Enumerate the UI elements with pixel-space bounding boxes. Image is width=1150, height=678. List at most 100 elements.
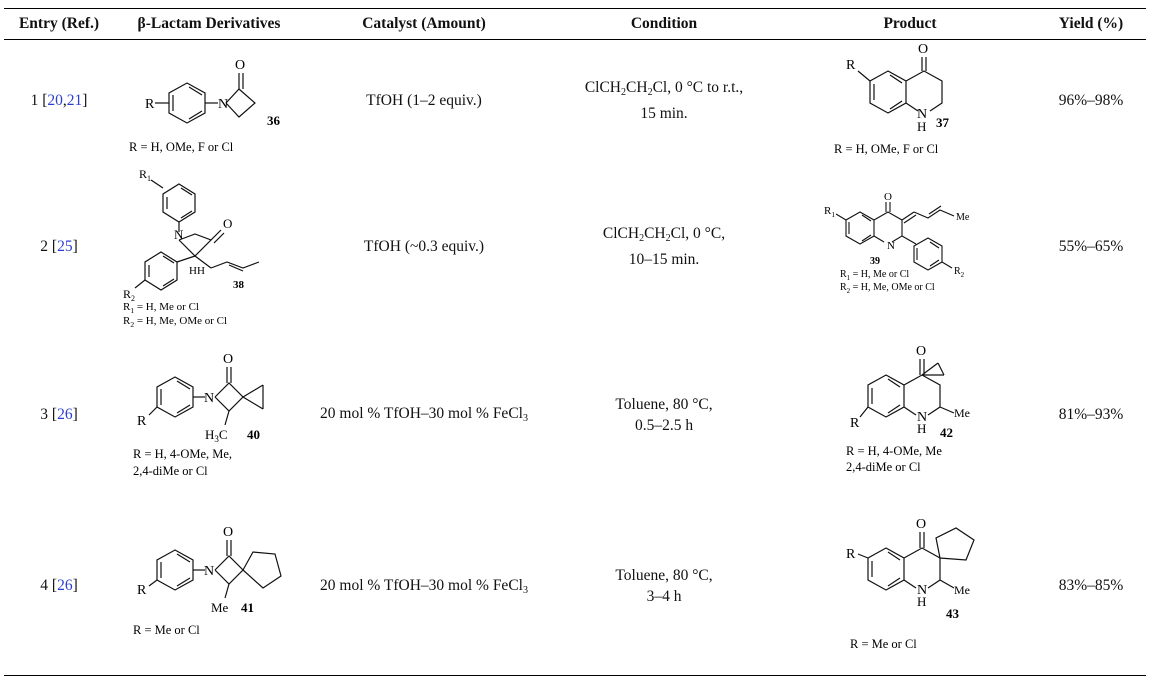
atom-n: N	[204, 564, 214, 579]
reactant-structure-41: R N O Me 41 R = Me or Cl	[133, 525, 282, 637]
substituent-r1: R1	[139, 167, 151, 183]
substituent-note-2: R2 = H, Me, OMe or Cl	[123, 315, 227, 329]
reactant-cell: R N O 36 R = H, OMe, F or Cl	[114, 40, 304, 162]
product-cell: R O N H Me 42 R = H, 4-OMe, Me 2,4-diMe …	[784, 332, 1036, 498]
header-derivatives: β-Lactam Derivatives	[137, 15, 281, 32]
entry-cell: 4 [26]	[40, 577, 78, 595]
substituent-r: R	[137, 414, 147, 429]
table-row: 4 [26] R N O	[4, 498, 1146, 676]
atom-n: N	[174, 227, 184, 242]
ref-link[interactable]: 26	[57, 405, 73, 423]
substituent-me: Me	[956, 212, 970, 223]
substituent-note-2: 2,4-diMe or Cl	[846, 460, 921, 474]
compound-label: 36	[267, 113, 281, 128]
catalyst-cell: TfOH (1–2 equiv.)	[366, 91, 482, 109]
substituent-r2: R2	[123, 287, 135, 303]
atom-h: H	[917, 594, 926, 609]
ref-link[interactable]: 21	[66, 91, 83, 109]
header-yield: Yield (%)	[1058, 15, 1124, 32]
yield-cell: 83%–85%	[1058, 577, 1124, 595]
substituent-note: R = Me or Cl	[850, 637, 917, 651]
substituent-note-1: R1 = H, Me or Cl	[840, 269, 909, 282]
compound-label: 40	[247, 427, 260, 442]
substituent-note-2: 2,4-diMe or Cl	[133, 464, 208, 478]
substituent-me: Me	[211, 600, 229, 615]
product-structure-42: R O N H Me 42 R = H, 4-OMe, Me 2,4-diMe …	[846, 344, 970, 474]
atom-o: O	[223, 525, 233, 540]
atom-n: N	[204, 391, 214, 406]
header-product: Product	[883, 15, 937, 32]
atom-o: O	[916, 517, 926, 532]
substituent-note-2: R2 = H, Me, OMe or Cl	[840, 282, 935, 295]
product-structure-37: R O N H 37 R = H, OMe, F or Cl	[834, 42, 950, 156]
atom-o: O	[918, 42, 928, 57]
product-cell: R O N H Me 43 R = Me or Cl	[784, 498, 1036, 676]
substituent-r1: R1	[824, 205, 835, 219]
atom-o: O	[916, 344, 926, 359]
compound-label: 41	[241, 600, 254, 615]
condition-cell: Toluene, 80 °C, 0.5–2.5 h	[615, 395, 713, 434]
entry-cell: 3 [26]	[40, 405, 78, 423]
atom-o: O	[884, 191, 892, 203]
header-catalyst: Catalyst (Amount)	[362, 15, 486, 32]
ref-link[interactable]: 25	[57, 237, 73, 255]
product-cell: R1 O N Me 39 R2 R1 = H, Me or Cl R2 = H,…	[784, 162, 1036, 332]
substituent-r: R	[846, 547, 856, 562]
substituent-r: R	[145, 97, 155, 112]
substituent-note: R = H, OMe, F or Cl	[129, 140, 234, 154]
reactant-cell: R1 N O HH R2 38 R1 = H, Me or Cl R2 = H,…	[114, 162, 304, 332]
atom-o: O	[223, 352, 233, 367]
atom-n: N	[917, 583, 927, 598]
ref-link[interactable]: 20	[47, 91, 63, 109]
reactant-structure-40: R N O H3C 40 R = H, 4-OMe, Me, 2,4-diMe …	[133, 352, 264, 478]
header-condition: Condition	[630, 15, 698, 32]
substituent-h3c: H3C	[205, 427, 228, 444]
substituent-r: R	[846, 58, 856, 73]
reactant-cell: R N O Me 41 R = Me or Cl	[114, 498, 304, 676]
header-row: Entry (Ref.) β-Lactam Derivatives Cataly…	[4, 8, 1146, 40]
substituent-r: R	[850, 416, 860, 431]
product-structure-39: R1 O N Me 39 R2 R1 = H, Me or Cl R2 = H,…	[824, 191, 970, 295]
header-entry: Entry (Ref.)	[18, 15, 100, 32]
condition-cell: ClCH2CH2Cl, 0 °C to r.t., 15 min.	[584, 79, 744, 123]
table-row: 2 [25]	[4, 162, 1146, 332]
atom-n: N	[887, 240, 895, 252]
yield-cell: 81%–93%	[1058, 405, 1124, 423]
substituent-note-1: R1 = H, Me or Cl	[123, 301, 199, 315]
compound-label: 38	[233, 279, 245, 291]
table-row: 1 [20,21] R N O 36 R = H, O	[4, 40, 1146, 162]
substituent-me: Me	[954, 406, 970, 420]
atom-n: N	[218, 97, 228, 112]
product-structure-43: R O N H Me 43 R = Me or Cl	[846, 517, 975, 651]
reaction-table: Entry (Ref.) β-Lactam Derivatives Cataly…	[4, 8, 1146, 676]
substituent-note-1: R = H, 4-OMe, Me	[846, 444, 942, 458]
table-row: 3 [26] R N O	[4, 332, 1146, 498]
atom-h: H	[917, 119, 926, 134]
compound-label: 42	[940, 425, 953, 440]
substituent-note-1: R = H, 4-OMe, Me,	[133, 447, 232, 461]
condition-cell: Toluene, 80 °C, 3–4 h	[615, 567, 713, 606]
catalyst-cell: 20 mol % TfOH–30 mol % FeCl3	[320, 405, 528, 424]
entry-cell: 1 [20,21]	[30, 91, 88, 109]
substituent-r: R	[137, 583, 147, 598]
compound-label: 43	[946, 606, 960, 621]
reactant-structure-38: R1 N O HH R2 38 R1 = H, Me or Cl R2 = H,…	[123, 167, 259, 329]
substituent-note: R = Me or Cl	[133, 623, 200, 637]
compound-label: 39	[870, 256, 880, 267]
product-cell: R O N H 37 R = H, OMe, F or Cl	[784, 40, 1036, 162]
ref-link[interactable]: 26	[57, 577, 73, 595]
catalyst-cell: 20 mol % TfOH–30 mol % FeCl3	[320, 576, 528, 596]
atom-n: N	[917, 107, 927, 122]
stereo-h: HH	[189, 265, 205, 277]
yield-cell: 55%–65%	[1058, 237, 1124, 255]
atom-n: N	[917, 410, 927, 425]
atom-o: O	[223, 216, 232, 231]
substituent-me: Me	[954, 583, 970, 597]
substituent-note: R = H, OMe, F or Cl	[834, 142, 939, 156]
reactant-structure-36: R N O 36 R = H, OMe, F or Cl	[129, 58, 281, 154]
atom-o: O	[235, 58, 245, 73]
catalyst-cell: TfOH (~0.3 equiv.)	[363, 237, 485, 255]
substituent-r2: R2	[954, 266, 965, 279]
reactant-cell: R N O H3C 40 R = H, 4-OMe, Me, 2,4-diMe …	[114, 332, 304, 498]
